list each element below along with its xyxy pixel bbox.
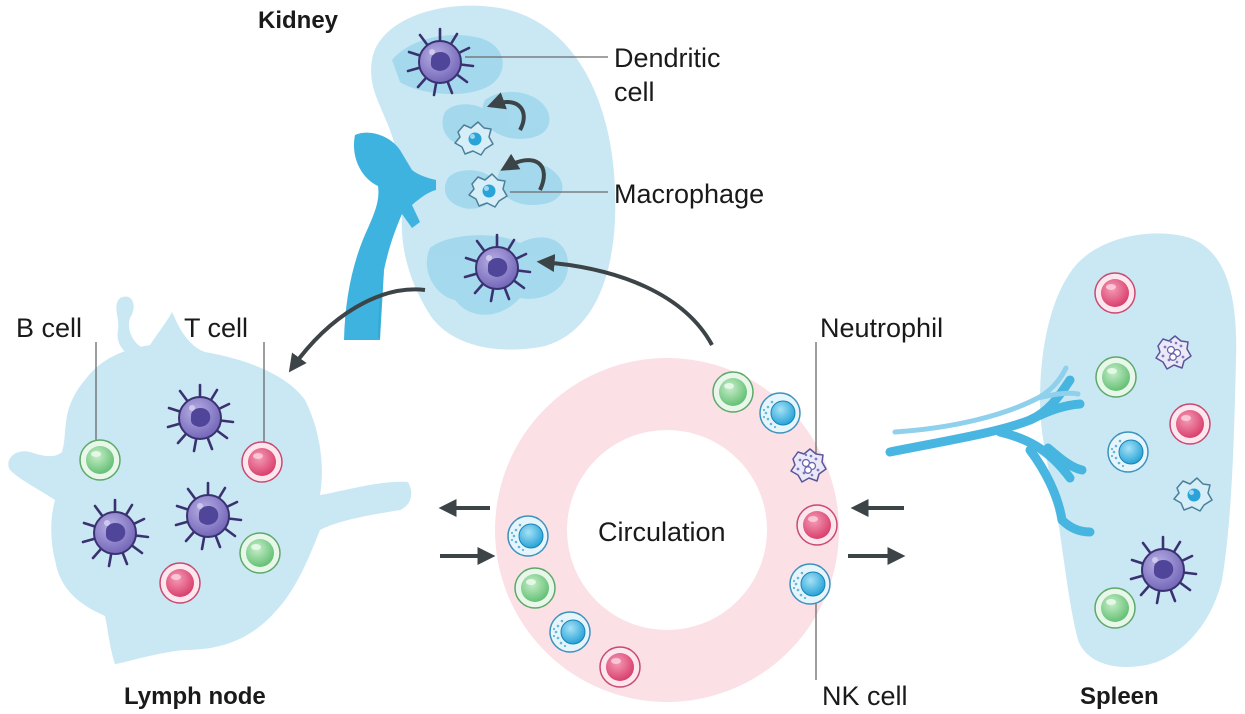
migration-arrows: [288, 92, 906, 565]
neutrophil-label: Neutrophil: [820, 313, 944, 343]
dendritic-cell-label-line1: Dendritic: [614, 43, 721, 73]
t-cell: [796, 504, 838, 546]
nk-cell: [507, 515, 549, 557]
spleen-organ: [885, 233, 1237, 667]
lymph-node-title: Lymph node: [124, 683, 266, 710]
lymph-node-organ: [8, 296, 412, 664]
b-cell: [514, 567, 556, 609]
arrow-kidney-to-lymph-node: [288, 287, 426, 373]
arrow-macrophage-lower: [500, 153, 546, 191]
t-cell: [1094, 272, 1136, 314]
nk-cell-label: NK cell: [822, 681, 908, 711]
spleen-title: Spleen: [1080, 683, 1159, 710]
t-cell: [599, 646, 641, 688]
nk-cell: [1107, 431, 1149, 473]
dendritic-cell-label-line2: cell: [614, 77, 655, 107]
nk-cell: [759, 392, 801, 434]
b-cell: [239, 532, 281, 574]
t-cell: [1169, 403, 1211, 445]
arrow-macrophage-upper: [486, 92, 526, 131]
b-cell: [79, 439, 121, 481]
b-cell-label: B cell: [16, 313, 83, 343]
b-cell: [712, 371, 754, 413]
t-cell-label: T cell: [184, 313, 249, 343]
kidney-title: Kidney: [258, 7, 339, 34]
b-cell: [1094, 587, 1136, 629]
t-cell: [241, 441, 283, 483]
t-cell: [159, 562, 201, 604]
nk-cell: [789, 563, 831, 605]
circulation-label: Circulation: [598, 517, 726, 547]
arrow-circulation-to-kidney: [536, 253, 714, 346]
macrophage-label: Macrophage: [614, 179, 765, 209]
b-cell: [1095, 356, 1137, 398]
nk-cell: [549, 611, 591, 653]
